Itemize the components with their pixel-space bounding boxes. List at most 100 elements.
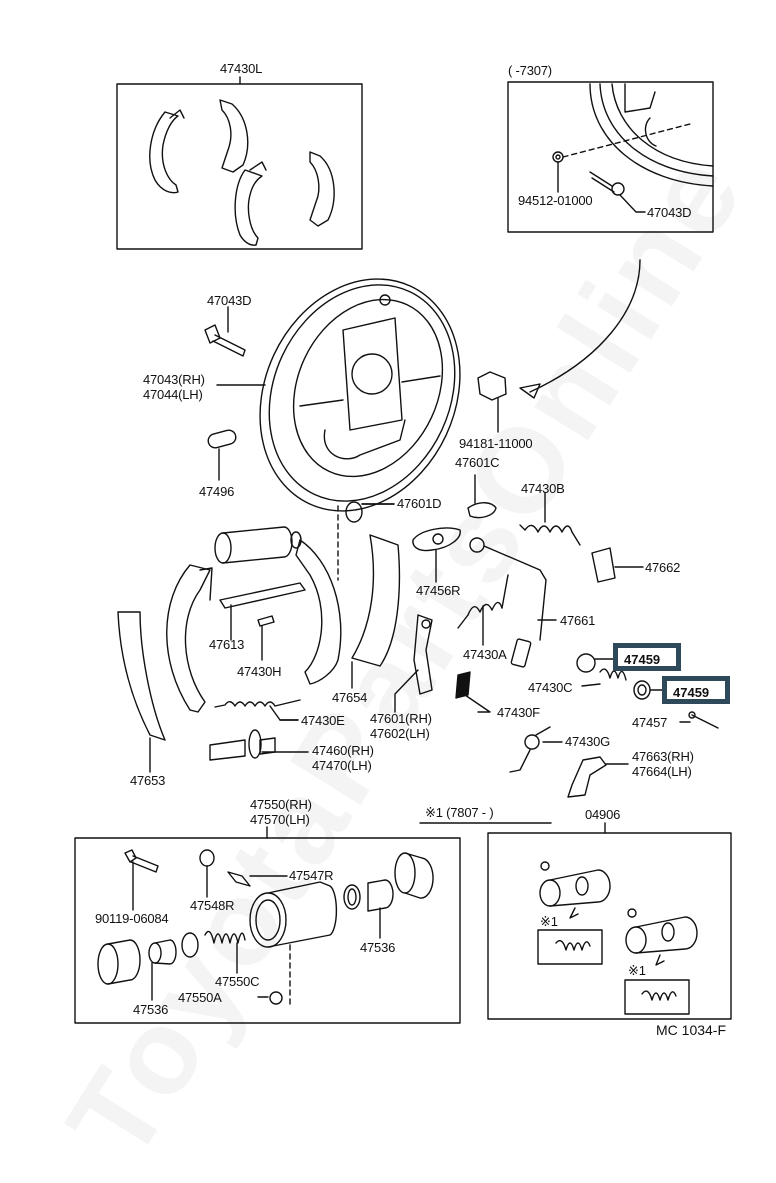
spring-47430e-icon bbox=[214, 699, 301, 721]
label-47550c[interactable]: 47550C bbox=[215, 974, 260, 989]
spring-47550c-icon bbox=[204, 930, 246, 974]
label-47430a[interactable]: 47430A bbox=[463, 647, 507, 662]
lever-47601-icon bbox=[394, 614, 433, 713]
label-47550-rh[interactable]: 47550(RH) bbox=[250, 797, 312, 812]
lever-47663-icon bbox=[567, 756, 629, 798]
cup-47459-b-icon bbox=[633, 680, 669, 700]
lining-47654-icon bbox=[351, 534, 401, 689]
label-47430l[interactable]: 47430L bbox=[220, 61, 263, 76]
brake-shoe-47653-icon bbox=[117, 611, 166, 773]
label-47536-left[interactable]: 47536 bbox=[133, 1002, 169, 1017]
spring-47430b-icon bbox=[519, 492, 581, 546]
label-47548r[interactable]: 47548R bbox=[190, 898, 235, 913]
brake-shoe-set-icon bbox=[149, 99, 335, 246]
plug-47496-icon bbox=[207, 429, 237, 481]
bolt-47043d-icon bbox=[204, 306, 246, 357]
parts-diagram: ToyotaPartsOnline bbox=[42, 61, 770, 1183]
cylinder-kit-a-icon bbox=[539, 861, 611, 919]
spring-47430g-icon bbox=[509, 726, 563, 773]
highlight-box-47459-b[interactable]: 47459 bbox=[662, 676, 730, 704]
label-47044-lh[interactable]: 47044(LH) bbox=[143, 387, 203, 402]
label-47430g[interactable]: 47430G bbox=[565, 734, 611, 749]
label-47459-a[interactable]: 47459 bbox=[624, 652, 661, 667]
label-47601d[interactable]: 47601D bbox=[397, 496, 442, 511]
spring-47430f-icon bbox=[455, 671, 491, 713]
label-47550a[interactable]: 47550A bbox=[178, 990, 222, 1005]
label-47460-rh[interactable]: 47460(RH) bbox=[312, 743, 374, 758]
label-47430e[interactable]: 47430E bbox=[301, 713, 345, 728]
spring-47430c-icon bbox=[581, 668, 627, 687]
clip-47601c-icon bbox=[467, 474, 497, 519]
label-47470-lh[interactable]: 47470(LH) bbox=[312, 758, 372, 773]
label-47661[interactable]: 47661 bbox=[560, 613, 596, 628]
label-47459-b[interactable]: 47459 bbox=[673, 685, 710, 700]
label-note-mark-b: ※1 bbox=[628, 963, 646, 978]
diagram-code: MC 1034-F bbox=[656, 1022, 727, 1038]
cylinder-kit-b-icon bbox=[625, 908, 698, 966]
label-04906[interactable]: 04906 bbox=[585, 807, 621, 822]
label-47430b[interactable]: 47430B bbox=[521, 481, 565, 496]
label-90119-06084[interactable]: 90119-06084 bbox=[95, 911, 169, 926]
cup-left-icon bbox=[181, 932, 199, 958]
label-47601c[interactable]: 47601C bbox=[455, 455, 500, 470]
label-47663-rh[interactable]: 47663(RH) bbox=[632, 749, 694, 764]
brake-shoe-left-icon bbox=[166, 564, 213, 713]
label-47457[interactable]: 47457 bbox=[632, 715, 668, 730]
spring-kit-a-icon bbox=[555, 940, 591, 951]
label-47547r[interactable]: 47547R bbox=[289, 868, 334, 883]
arrow-icon bbox=[529, 259, 641, 393]
cup-47459-a-icon bbox=[576, 653, 619, 673]
nut-94181-icon bbox=[477, 371, 507, 433]
shoe-kit-box bbox=[116, 83, 363, 250]
label-47601-rh[interactable]: 47601(RH) bbox=[370, 711, 432, 726]
early-inset-box bbox=[507, 81, 714, 233]
label-47043-rh[interactable]: 47043(RH) bbox=[143, 372, 205, 387]
brake-shoe-right-icon bbox=[295, 539, 342, 685]
label-47456r[interactable]: 47456R bbox=[416, 583, 461, 598]
piston-47536-b-icon bbox=[367, 879, 394, 939]
label-wheel-cylinder[interactable]: 47550(RH) 47570(LH) bbox=[250, 797, 312, 827]
spring-kit-b-box bbox=[624, 979, 690, 1015]
label-47654[interactable]: 47654 bbox=[332, 690, 368, 705]
label-lever-47601[interactable]: 47601(RH) 47602(LH) bbox=[370, 711, 432, 741]
piston-47536-a-icon bbox=[148, 939, 177, 1001]
label-47430f[interactable]: 47430F bbox=[497, 705, 540, 720]
spring-47430a-icon bbox=[457, 574, 509, 646]
repair-kit-box bbox=[487, 832, 732, 1020]
boot-right-icon bbox=[394, 852, 434, 899]
pin-47457-icon bbox=[679, 711, 719, 729]
label-adjuster[interactable]: 47460(RH) 47470(LH) bbox=[312, 743, 374, 773]
label-47662[interactable]: 47662 bbox=[645, 560, 681, 575]
inset-backing-plate-icon bbox=[552, 83, 714, 213]
label-94512-01000[interactable]: 94512-01000 bbox=[518, 193, 593, 208]
label-47664-lh[interactable]: 47664(LH) bbox=[632, 764, 692, 779]
label-inset-range: ( -7307) bbox=[508, 63, 552, 78]
spring-kit-a-box bbox=[537, 929, 603, 965]
arrow-head-icon bbox=[519, 383, 541, 399]
label-47653[interactable]: 47653 bbox=[130, 773, 166, 788]
cap-47548r-icon bbox=[199, 849, 215, 898]
label-47043d-inset[interactable]: 47043D bbox=[647, 205, 692, 220]
adjuster-pawl-47662-icon bbox=[591, 547, 644, 583]
label-47430c[interactable]: 47430C bbox=[528, 680, 573, 695]
label-47602-lh[interactable]: 47602(LH) bbox=[370, 726, 430, 741]
label-47043d[interactable]: 47043D bbox=[207, 293, 252, 308]
label-47536-right[interactable]: 47536 bbox=[360, 940, 396, 955]
label-47496[interactable]: 47496 bbox=[199, 484, 235, 499]
label-47570-lh[interactable]: 47570(LH) bbox=[250, 812, 310, 827]
label-47430h[interactable]: 47430H bbox=[237, 664, 282, 679]
label-94181-11000[interactable]: 94181-11000 bbox=[459, 436, 533, 451]
cylinder-body-icon bbox=[249, 881, 338, 1009]
bleeder-47550a-icon bbox=[257, 991, 283, 1005]
label-backing-plate[interactable]: 47043(RH) 47044(LH) bbox=[143, 372, 205, 402]
label-47613[interactable]: 47613 bbox=[209, 637, 245, 652]
diagram-drawing bbox=[74, 76, 732, 1024]
label-lever-47663[interactable]: 47663(RH) 47664(LH) bbox=[632, 749, 694, 779]
highlight-box-47459-a[interactable]: 47459 bbox=[613, 643, 681, 671]
pin-47430h-icon bbox=[257, 615, 275, 661]
cable-47661-icon bbox=[469, 537, 557, 668]
wheel-cylinder-icon bbox=[214, 526, 302, 564]
label-note-range: ※1 (7807 - ) bbox=[425, 805, 494, 820]
backing-plate-icon bbox=[259, 278, 461, 512]
cup-right-icon bbox=[343, 884, 361, 910]
